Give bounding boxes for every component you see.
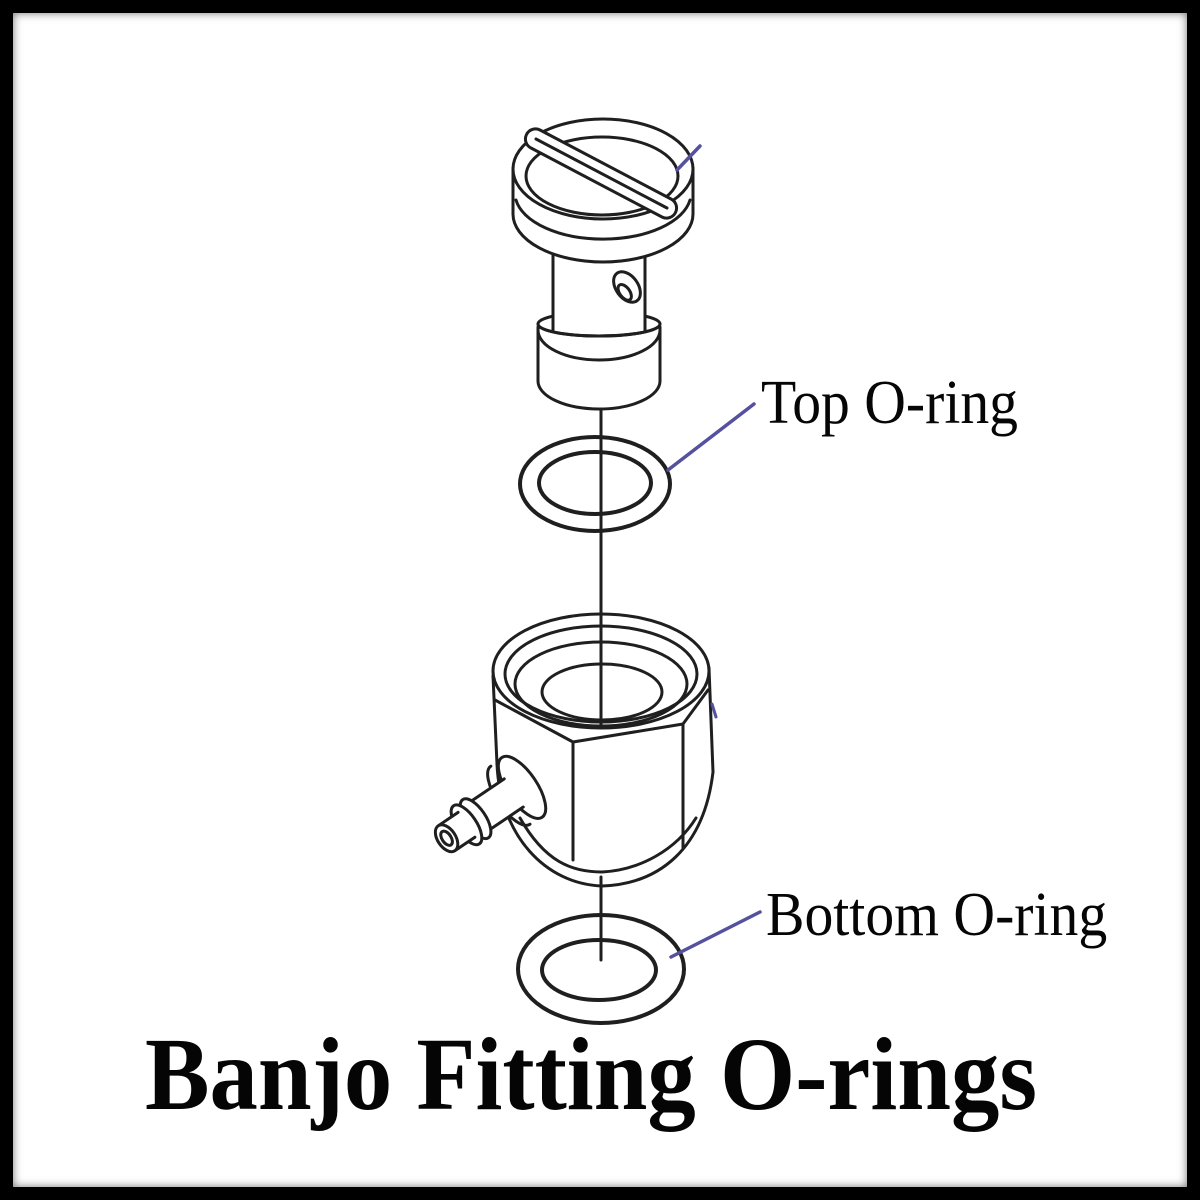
bolt-shank [536, 248, 662, 338]
fitting-bore [540, 662, 664, 722]
top-oring-leader-line [666, 402, 756, 472]
bottom-oring-label: Bottom O-ring [766, 881, 1108, 949]
bolt-screw-slot [523, 127, 679, 220]
bolt-slotted-head [511, 117, 695, 264]
banjo-bolt-drawing [511, 117, 695, 411]
bottom-oring-drawing [516, 913, 686, 1025]
hose-barb-drawing [433, 754, 548, 854]
banjo-fitting-body-drawing [491, 612, 715, 888]
bolt-cross-hole [612, 270, 642, 304]
diagram-title: Banjo Fitting O-rings [144, 1017, 1038, 1132]
bolt-leader-stub [675, 144, 702, 172]
bottom-oring-leader-line [669, 910, 762, 959]
top-oring-drawing [518, 435, 672, 533]
top-oring-label: Top O-ring [761, 369, 1018, 437]
fitting-chamfer-rim [503, 624, 699, 724]
fitting-leader-stub [710, 702, 718, 719]
fitting-counterbore [513, 640, 689, 728]
